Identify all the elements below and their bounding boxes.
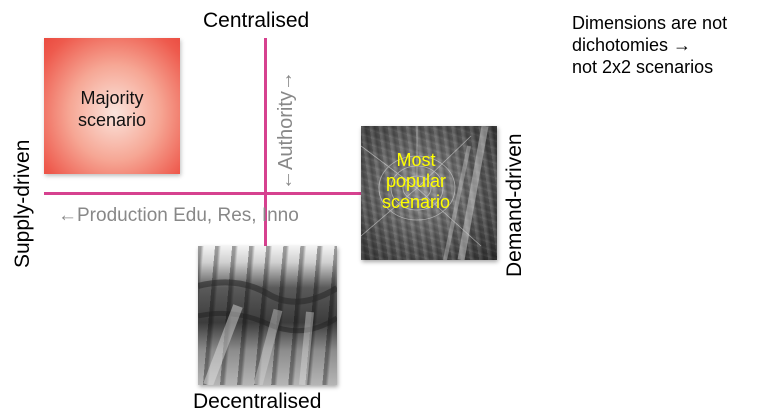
majority-line-2: scenario: [77, 110, 147, 130]
note-line-1: Dimensions are not: [572, 13, 728, 33]
most-popular-scenario-label: Most popular scenario: [361, 150, 471, 213]
axis-label-centralised: Centralised: [203, 9, 310, 32]
note-line-2: dichotomies →: [572, 35, 692, 55]
axis-label-decentralised: Decentralised: [193, 390, 322, 413]
axis-label-supply-driven: Supply-driven: [11, 139, 34, 268]
dimensions-note: Dimensions are not dichotomies → not 2x2…: [572, 12, 727, 78]
production-axis-label: ←Production Edu, Res, Inno: [58, 205, 299, 226]
popular-line-3: scenario: [381, 192, 451, 212]
majority-scenario-box: Majority scenario: [44, 38, 180, 174]
note-line-3: not 2x2 scenarios: [572, 57, 714, 77]
vineyard-photo-texture: [198, 279, 337, 385]
vertical-axis-line: [264, 38, 267, 246]
most-popular-scenario-photo: Most popular scenario: [361, 126, 497, 260]
majority-scenario-label: Majority scenario: [44, 87, 180, 131]
spiderweb-texture: [361, 126, 489, 260]
axis-label-demand-driven: Demand-driven: [503, 133, 526, 277]
vineyard-photo: [198, 246, 337, 385]
authority-axis-label: ←Authority→: [275, 71, 297, 190]
popular-line-2: popular: [385, 171, 447, 191]
majority-line-1: Majority: [80, 88, 144, 108]
horizontal-axis-line: [44, 192, 362, 195]
popular-line-1: Most: [396, 150, 436, 170]
